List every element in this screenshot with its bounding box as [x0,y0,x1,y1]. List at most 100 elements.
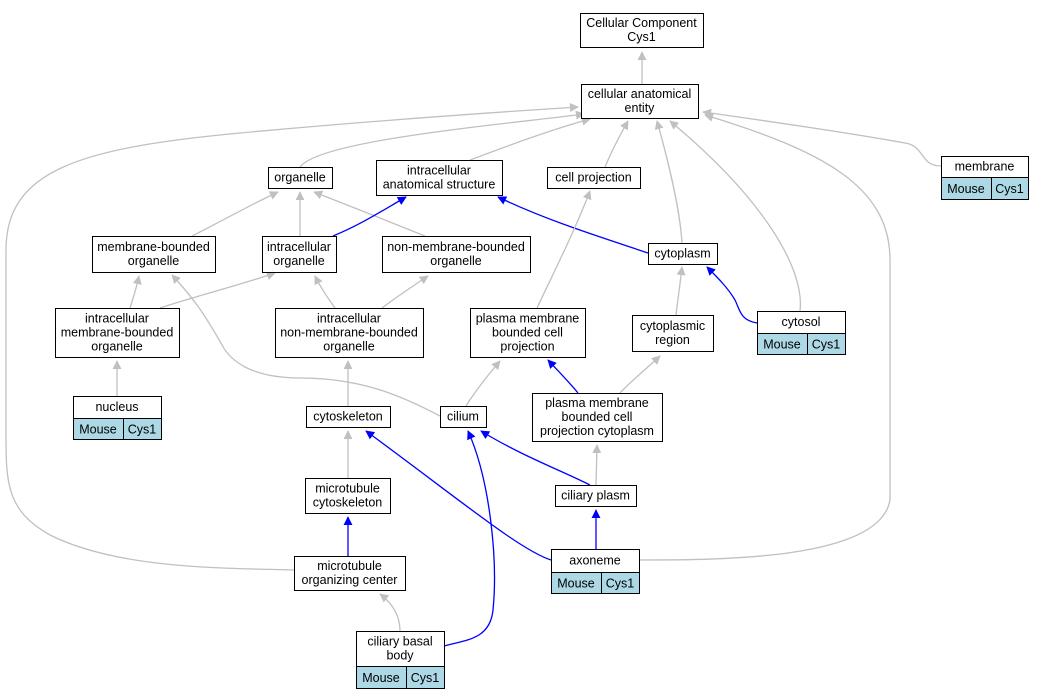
node-box [305,478,391,514]
is-a-arrow [379,593,401,632]
node-label-line: cytoplasm [654,247,710,261]
node-label-line: microtubule [317,559,382,573]
node-cilium[interactable]: cilium [440,406,487,428]
part-of-arrow [706,266,758,324]
is-a-arrow [536,190,592,309]
part-of-arrow [332,196,407,237]
node-label-line: organelle [274,171,325,185]
node-label-line: membrane-bounded [61,326,174,340]
node-label-line: cell projection [555,171,631,185]
node-box [580,13,704,48]
is-a-arrow [604,120,629,168]
node-label-line: nucleus [95,400,138,414]
node-cytoplasm[interactable]: cytoplasm [648,243,718,265]
node-label-line: ciliary plasm [561,489,630,503]
node-label-line: organelle [273,254,324,268]
is-a-arrow [702,108,942,167]
node-label-line: membrane [955,160,1015,174]
node-box [262,236,337,273]
part-of-arrow [497,196,649,254]
edge-pmbcpc-to-pmbcp [547,359,579,394]
node-label-line: intracellular [317,312,381,326]
annotation-species: Mouse [362,671,400,685]
annotation-gene-cell [807,333,846,355]
is-a-arrow [171,274,441,417]
edge-ias-to-cae [469,116,591,161]
is-a-arrow [619,355,661,394]
node-box [382,236,531,273]
edge-cilium-to-pmbcp [465,360,501,407]
node-box [376,160,503,196]
is-a-arrow [592,444,602,486]
edge-cellproj-to-cae [604,120,629,168]
edge-imbo-to-intorg [159,271,276,309]
node-inmbo[interactable]: intracellularnon-membrane-boundedorganel… [275,308,424,358]
annotation-gene-cell [123,418,162,440]
node-label-line: microtubule [315,482,380,496]
node-label-line: cilium [447,410,479,424]
edge-inmbo-to-nmbo [381,275,429,309]
is-a-arrow [465,360,501,407]
node-box [532,393,663,442]
is-a-arrow [159,271,276,309]
edge-cbb-to-cilium [443,430,496,647]
annotation-gene-cell [991,177,1029,200]
edge-nmbo-to-organelle [313,190,426,237]
node-label-line: anatomical structure [383,178,496,192]
node-label-line: bounded cell [562,410,633,424]
node-label-line: body [386,649,414,663]
node-box [470,308,586,358]
node-label-line: organelle [128,254,179,268]
annotation-gene-cell [406,666,445,689]
node-cytoskel[interactable]: cytoskeleton [306,406,391,428]
node-box [294,556,406,591]
node-label-line: plasma membrane [476,312,580,326]
node-label-line: intracellular [267,240,331,254]
edges-layer [5,51,942,647]
node-label-line: intracellular [85,312,149,326]
edge-organelle-to-cae [299,110,585,168]
node-label-line: cytoskeleton [313,410,383,424]
node-box [440,406,487,428]
is-a-arrow [381,275,429,309]
node-label-line: organelle [430,254,481,268]
edge-cytosol-to-cytoplasm [706,266,758,324]
node-box [92,236,216,273]
node-label-line: cytoskeleton [313,496,383,510]
annotation-gene: Cys1 [995,182,1024,196]
node-cellproj[interactable]: cell projection [547,167,641,189]
node-organelle[interactable]: organelle [268,167,333,189]
node-label-line: non-membrane-bounded [280,326,418,340]
node-label-line: organizing center [302,573,398,587]
edge-ciliaryplasm-to-pmbcpc [592,444,602,486]
annotation-species: Mouse [763,338,801,352]
edge-intorg-to-ias [332,196,407,237]
node-box [268,167,333,189]
part-of-arrow [443,430,496,647]
node-label-line: organelle [91,340,142,354]
node-ciliaryplasm[interactable]: ciliary plasm [555,485,637,507]
is-a-arrow [469,116,591,161]
is-a-arrow [191,191,279,237]
node-label-line: bounded cell [492,326,563,340]
node-box [581,84,699,119]
annotation-gene: Cys1 [411,671,440,685]
